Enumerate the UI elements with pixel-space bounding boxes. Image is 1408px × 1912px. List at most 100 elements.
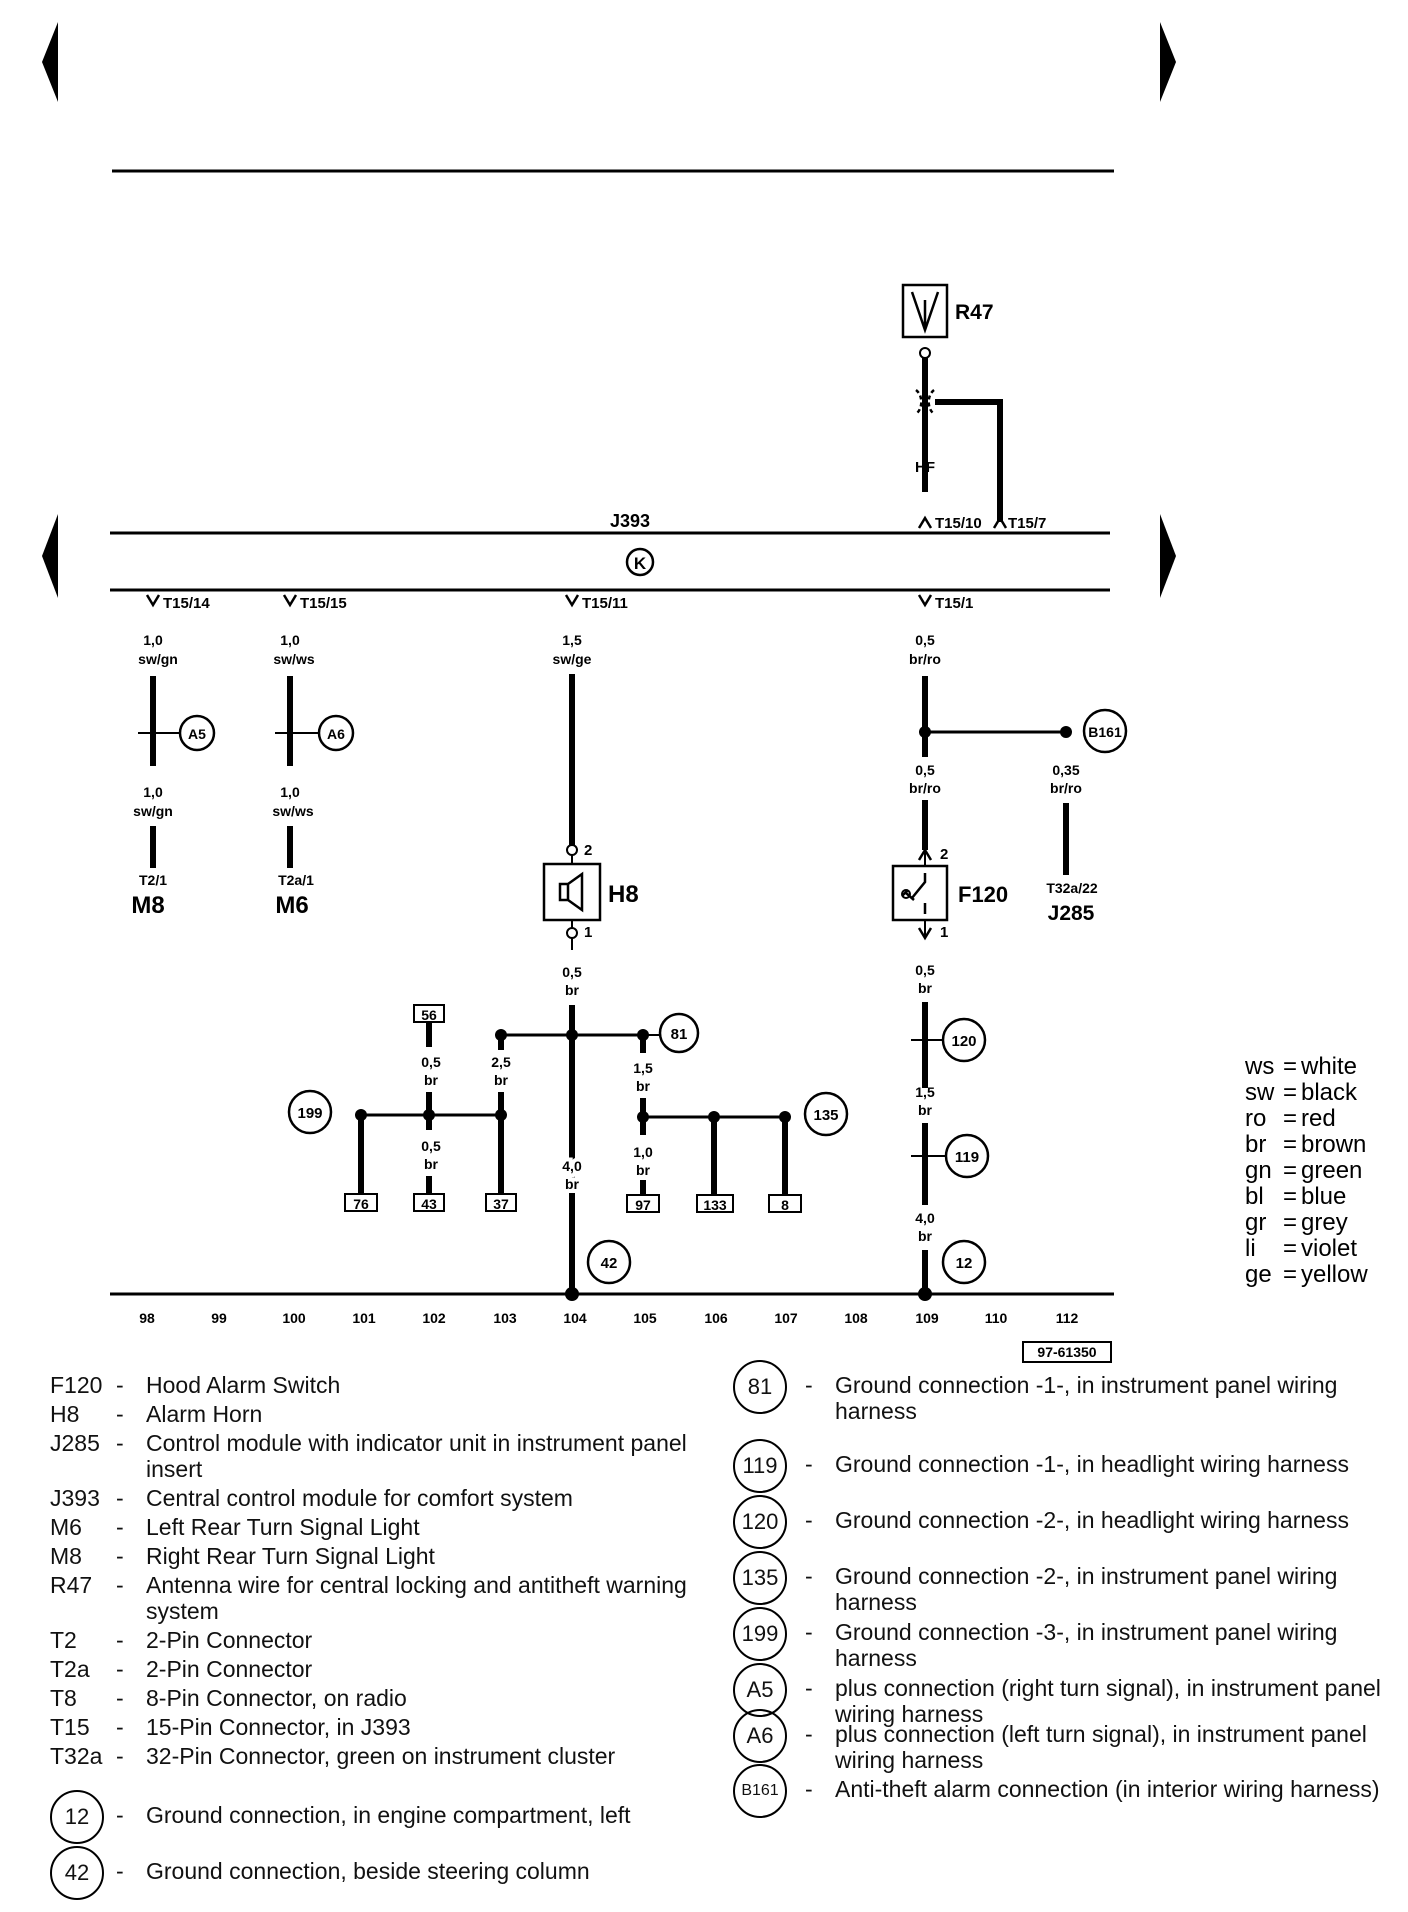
antenna-shield bbox=[915, 389, 935, 415]
wire-color: br/ro bbox=[909, 651, 941, 667]
ground-12-circle bbox=[941, 1239, 987, 1285]
wire-size: 1,0 bbox=[280, 632, 300, 648]
color-key-row: ro=red bbox=[1245, 1105, 1336, 1132]
pin-label: T15/15 bbox=[300, 595, 347, 612]
ground-119-label: 119 bbox=[955, 1149, 979, 1166]
ground-199-label: 199 bbox=[297, 1105, 322, 1122]
wire-size: 1,5 bbox=[633, 1060, 653, 1076]
wire-color: br bbox=[424, 1156, 439, 1172]
ground-81-label: 81 bbox=[671, 1026, 688, 1043]
color-key-row: br=brown bbox=[1245, 1131, 1367, 1158]
component-label-f120: F120 bbox=[958, 882, 1008, 907]
switch-icon bbox=[901, 873, 927, 914]
horn-icon bbox=[558, 871, 584, 913]
box-56-label: 56 bbox=[421, 1007, 437, 1023]
wire-color: sw/gn bbox=[133, 803, 173, 819]
scale-number: 102 bbox=[422, 1310, 446, 1326]
color-key-row: bl=blue bbox=[1245, 1183, 1347, 1210]
end-pin-label: T32a/22 bbox=[1046, 880, 1098, 896]
legend-left: F120-Hood Alarm Switch H8-Alarm Horn J28… bbox=[50, 1372, 690, 1900]
scale-number: 109 bbox=[915, 1310, 939, 1326]
scale-number: 110 bbox=[985, 1310, 1008, 1326]
switch-box bbox=[891, 864, 949, 922]
node-a6-label: A6 bbox=[327, 726, 345, 742]
nav-arrow-left-mid[interactable] bbox=[42, 514, 58, 598]
box-76-label: 76 bbox=[353, 1196, 369, 1212]
color-key-row: gn=green bbox=[1245, 1157, 1363, 1184]
wire-color: br bbox=[636, 1078, 651, 1094]
junction-dot bbox=[1060, 726, 1072, 738]
ground-120-label: 120 bbox=[951, 1033, 976, 1050]
node-a5-label: A5 bbox=[188, 726, 206, 742]
junction-dot bbox=[495, 1109, 507, 1121]
scale-number: 99 bbox=[211, 1310, 227, 1326]
wire-size: 2,5 bbox=[491, 1054, 511, 1070]
component-label-m8: M8 bbox=[131, 892, 164, 919]
wire-size: 0,5 bbox=[421, 1138, 441, 1154]
scale-number: 112 bbox=[1056, 1310, 1079, 1326]
k-symbol-circle bbox=[625, 547, 655, 577]
wire-size: 1,0 bbox=[633, 1144, 653, 1160]
box-37-label: 37 bbox=[493, 1196, 509, 1212]
wire-size: 1,5 bbox=[915, 1084, 935, 1100]
pin-label: T15/11 bbox=[582, 595, 628, 612]
color-key-row: gr=grey bbox=[1245, 1209, 1348, 1236]
module-label: J393 bbox=[610, 511, 650, 531]
ground-42-label: 42 bbox=[601, 1255, 618, 1272]
legend-right: 81-Ground connection -1-, in instrument … bbox=[733, 1360, 1393, 1832]
wire-size: 0,5 bbox=[562, 964, 582, 980]
wire-color: br bbox=[494, 1072, 509, 1088]
pin-t15-10-arrow bbox=[917, 515, 933, 529]
horn-box bbox=[542, 862, 602, 922]
ground-12-label: 12 bbox=[956, 1255, 973, 1272]
wire-size: 0,35 bbox=[1052, 762, 1079, 778]
wire-color: br bbox=[918, 1102, 933, 1118]
wire-size: 4,0 bbox=[915, 1210, 935, 1226]
scale-number: 106 bbox=[704, 1310, 728, 1326]
nav-arrow-right-mid[interactable] bbox=[1160, 514, 1176, 598]
wire-size: 4,0 bbox=[562, 1158, 582, 1174]
scale-row: 98 99 100 101 102 103 104 105 106 107 10… bbox=[139, 1310, 1078, 1326]
box-97-label: 97 bbox=[635, 1197, 651, 1213]
box-8 bbox=[768, 1194, 802, 1213]
switch-pin-bottom-arrow bbox=[917, 927, 933, 941]
antenna-box bbox=[901, 283, 949, 339]
ground-135-label: 135 bbox=[813, 1107, 838, 1124]
component-label-m6: M6 bbox=[275, 892, 308, 919]
scale-number: 103 bbox=[493, 1310, 517, 1326]
ground-199-circle bbox=[287, 1089, 333, 1135]
switch-pin-bottom: 1 bbox=[940, 924, 948, 941]
doc-number: 97-61350 bbox=[1022, 1341, 1112, 1363]
color-key-row: ge=yellow bbox=[1245, 1261, 1368, 1288]
scale-number: 98 bbox=[139, 1310, 155, 1326]
box-133-label: 133 bbox=[703, 1197, 727, 1213]
pin-t15-7-arrow bbox=[992, 515, 1008, 529]
color-key-row: li=violet bbox=[1245, 1235, 1358, 1262]
scale-number: 101 bbox=[352, 1310, 376, 1326]
wire-size: 0,5 bbox=[915, 632, 935, 648]
horn-terminal-bottom bbox=[566, 927, 578, 939]
scale-number: 107 bbox=[774, 1310, 798, 1326]
wire-color: br bbox=[918, 980, 933, 996]
antenna-label: R47 bbox=[955, 301, 994, 324]
box-76 bbox=[344, 1193, 378, 1212]
ground-42-circle bbox=[586, 1239, 632, 1285]
wire-size: 0,5 bbox=[915, 962, 935, 978]
nav-arrow-left-top[interactable] bbox=[42, 22, 58, 102]
wire-color: br bbox=[636, 1162, 651, 1178]
pin-label: T15/14 bbox=[163, 595, 210, 612]
horn-pin-top: 2 bbox=[584, 842, 592, 859]
node-b161-label: B161 bbox=[1088, 724, 1122, 740]
box-97 bbox=[626, 1194, 660, 1213]
nav-arrow-right-top[interactable] bbox=[1160, 22, 1176, 102]
junction-dot bbox=[919, 726, 931, 738]
component-label-h8: H8 bbox=[608, 881, 639, 908]
ground-135-circle bbox=[803, 1091, 849, 1137]
antenna-shield-wire bbox=[935, 399, 1003, 522]
connector-label-t15-10: T15/10 bbox=[935, 515, 982, 532]
node-b161-circle bbox=[1082, 708, 1128, 754]
wire-size: 0,5 bbox=[421, 1054, 441, 1070]
horn-terminal-top bbox=[566, 844, 578, 856]
switch-pin-top: 2 bbox=[940, 846, 948, 863]
color-key-row: ws=white bbox=[1245, 1053, 1358, 1080]
